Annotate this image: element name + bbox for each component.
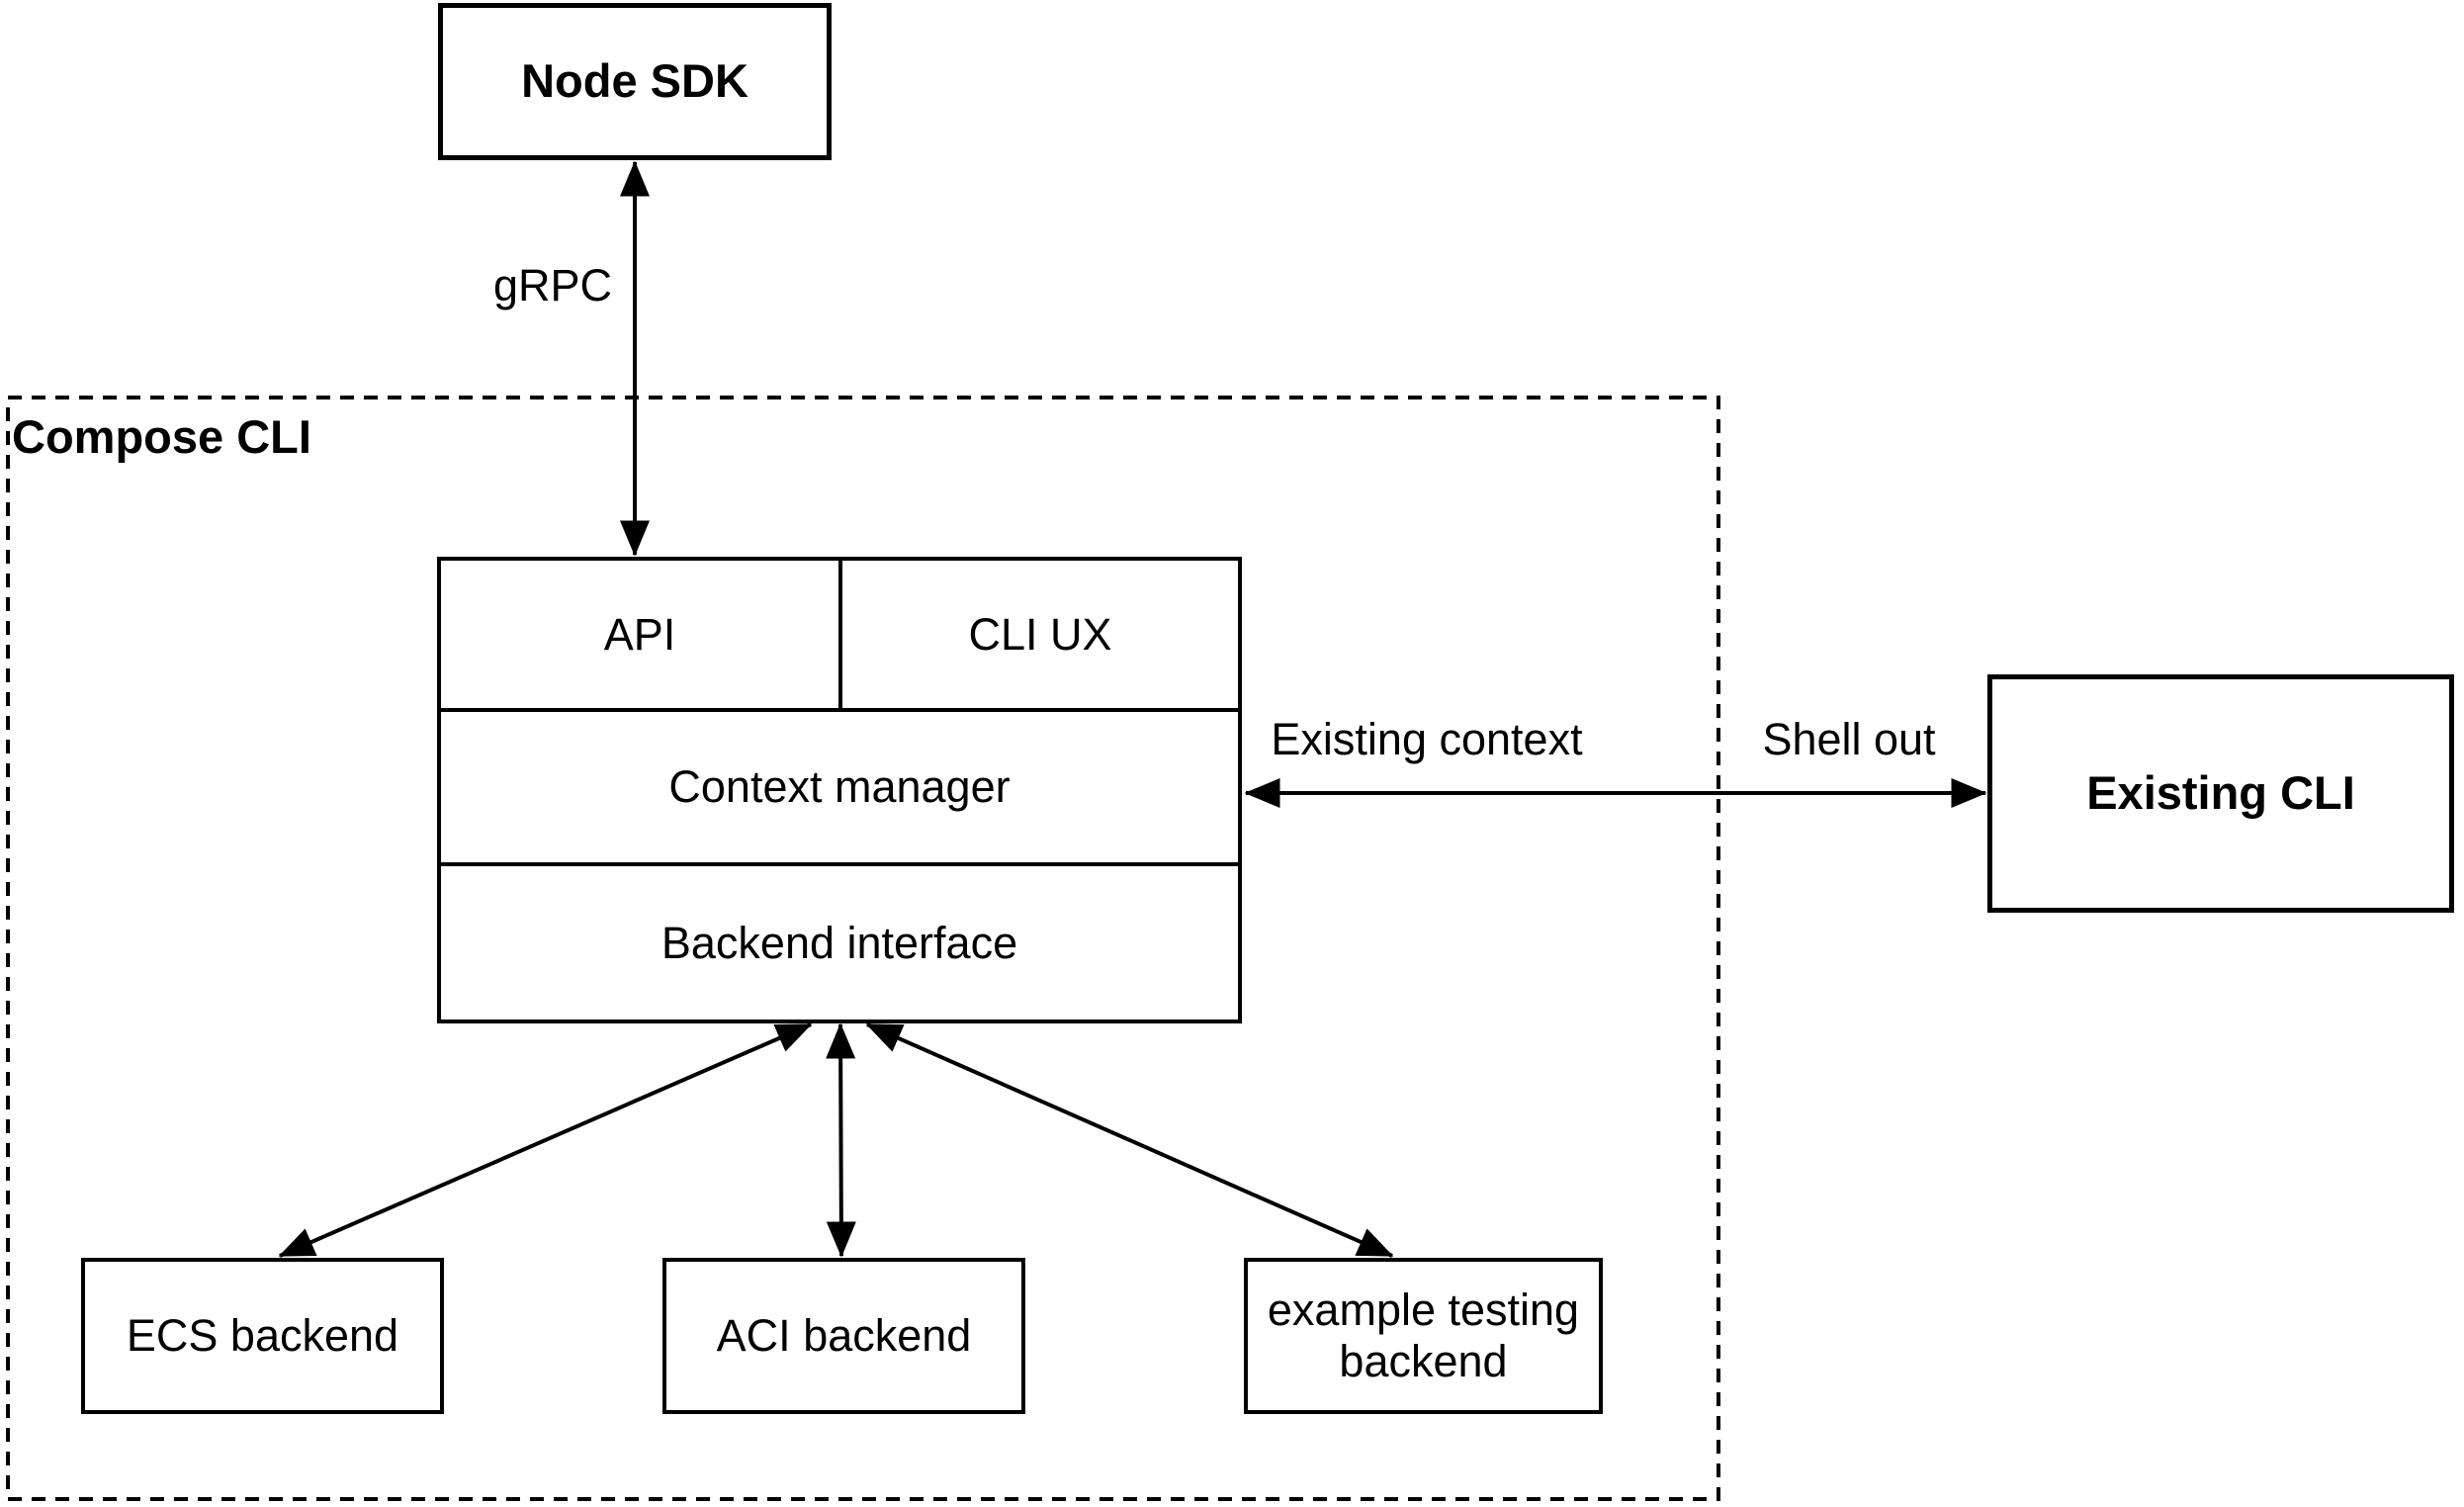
api-cliux-row: API CLI UX [441,561,1238,712]
backend-interface-row: Backend interface [441,866,1238,1019]
backend-interface-box: Backend interface [441,866,1238,1019]
example-testing-backend-box: example testing backend [1244,1258,1603,1414]
existing-cli-box: Existing CLI [1987,674,2454,913]
context-manager-label: Context manager [668,761,1011,812]
aci-backend-label: ACI backend [716,1310,972,1362]
compose-cli-container-border [6,396,1720,1501]
existing-context-edge-label: Existing context [1271,714,1583,764]
context-manager-box: Context manager [441,712,1238,862]
api-label: API [603,608,676,660]
compose-cli-core-box: API CLI UX Context manager Backend inter… [437,557,1242,1023]
ecs-backend-box: ECS backend [81,1258,444,1414]
cli-ux-label: CLI UX [968,608,1112,660]
grpc-edge-label: gRPC [492,260,613,310]
shell-out-edge-label: Shell out [1762,714,1936,764]
edge-aci-backend [826,1022,856,1258]
node-sdk-box: Node SDK [438,3,832,160]
backend-interface-label: Backend interface [660,917,1018,968]
context-manager-row: Context manager [441,712,1238,866]
edge-example-backend [865,1022,1394,1258]
node-sdk-label: Node SDK [521,54,748,108]
example-testing-backend-label-line2: backend [1339,1336,1508,1386]
aci-backend-box: ACI backend [662,1258,1025,1414]
compose-cli-container-label: Compose CLI [12,410,311,463]
example-testing-backend-label-line1: example testing [1267,1285,1580,1336]
edge-ecs-backend [278,1022,813,1258]
cli-ux-box: CLI UX [842,561,1238,708]
api-box: API [441,561,842,708]
ecs-backend-label: ECS backend [126,1310,399,1362]
existing-cli-label: Existing CLI [2086,766,2355,820]
